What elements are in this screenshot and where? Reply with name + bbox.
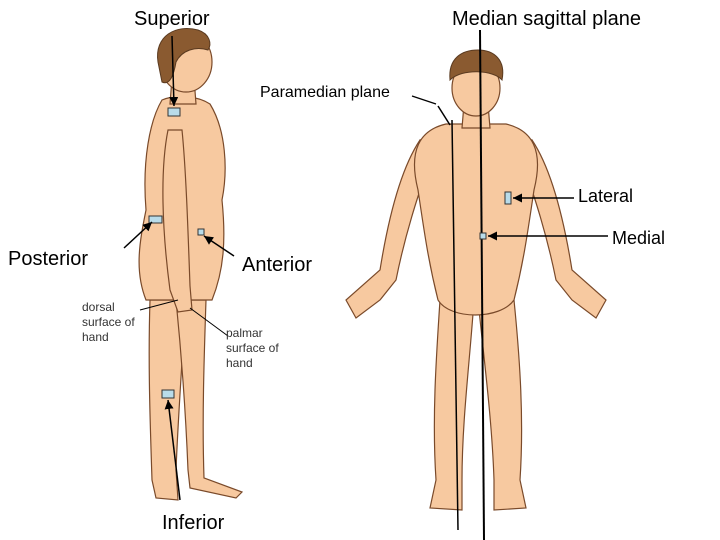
side-view-figure [138, 31, 244, 501]
inferior-marker [161, 389, 175, 399]
front-view-figure [345, 59, 607, 511]
dorsal-surface-label: dorsal surface of hand [82, 300, 135, 344]
paramedian-arrow [411, 95, 437, 105]
posterior-marker [148, 215, 163, 224]
dorsal-surface-pointer [139, 299, 179, 311]
superior-arrow [169, 35, 179, 107]
anterior-label: Anterior [242, 254, 313, 276]
inferior-label: Inferior [162, 512, 225, 534]
superior-marker [167, 107, 181, 117]
front-view-hair [449, 49, 504, 82]
lateral-marker [504, 191, 512, 205]
anterior-arrow [203, 235, 235, 257]
palmar-surface-label: palmar surface of hand [226, 326, 279, 370]
paramedian-plane-line [437, 105, 451, 126]
paramedian-plane-line-lower [451, 119, 459, 531]
median-sagittal-plane-line [479, 29, 485, 540]
palmar-surface-pointer [189, 307, 229, 337]
anterior-marker [197, 228, 205, 236]
medial-label: Medial [612, 228, 666, 248]
posterior-label: Posterior [8, 248, 89, 270]
median-sagittal-plane-label: Median sagittal plane [452, 8, 642, 30]
inferior-arrow [164, 399, 181, 501]
medial-marker [479, 232, 487, 240]
lateral-label: Lateral [578, 186, 634, 206]
superior-label: Superior [134, 8, 210, 30]
posterior-arrow [123, 221, 153, 249]
paramedian-plane-label: Paramedian plane [260, 84, 390, 101]
